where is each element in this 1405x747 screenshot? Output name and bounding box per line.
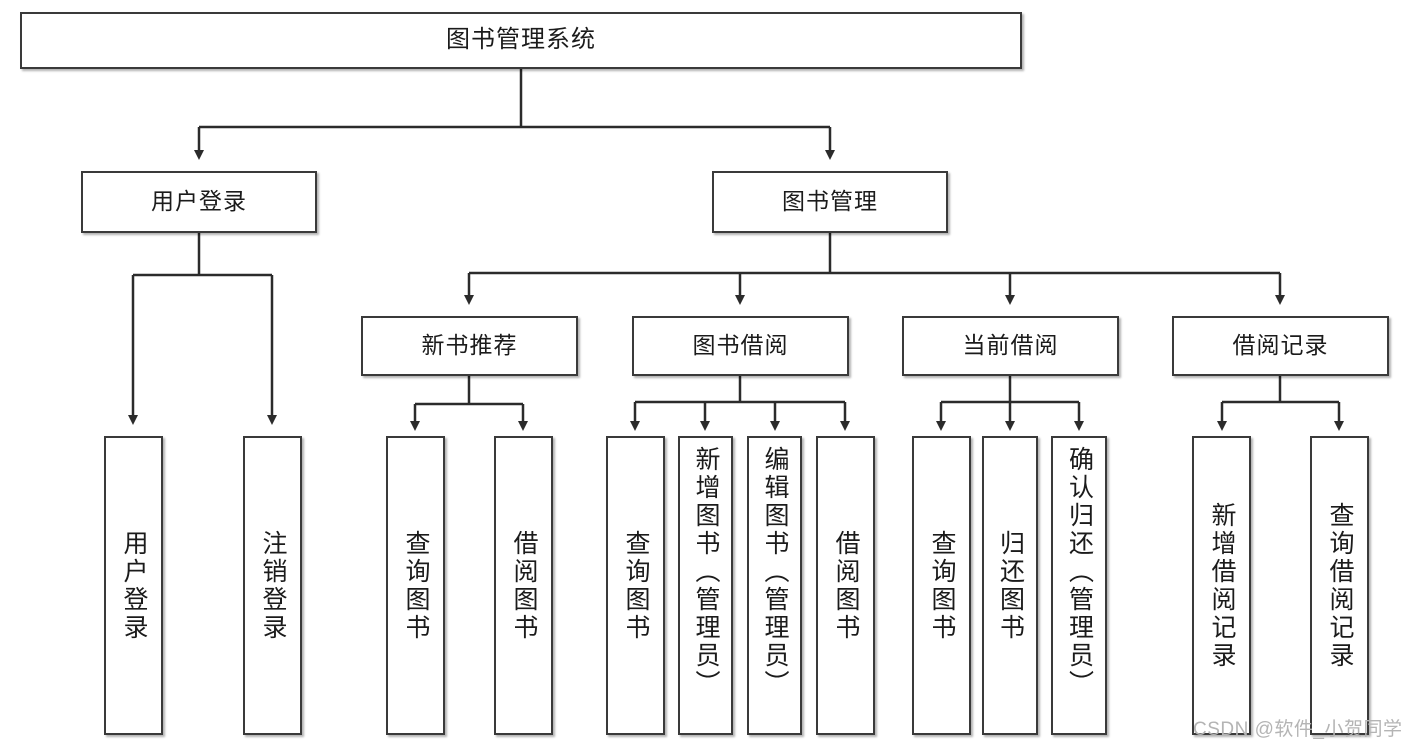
node-user-login[interactable]: 用户登录: [81, 171, 317, 233]
node-leaf-user-logout-label: 注销登录: [259, 529, 287, 642]
node-leaf-query-book-3[interactable]: 查询图书: [912, 436, 971, 735]
node-leaf-query-book-2-label: 查询图书: [622, 529, 650, 642]
node-leaf-borrow-book-2-label: 借阅图书: [832, 529, 860, 642]
node-leaf-add-borrow-record[interactable]: 新增借阅记录: [1192, 436, 1251, 735]
node-leaf-return-book-label: 归还图书: [996, 529, 1025, 642]
csdn-watermark: CSDN @软件_小贺同学: [1193, 719, 1403, 740]
node-root[interactable]: 图书管理系统: [20, 12, 1022, 69]
node-leaf-return-book[interactable]: 归还图书: [982, 436, 1038, 735]
node-book-manage-label: 图书管理: [782, 188, 878, 215]
node-new-book-recommend[interactable]: 新书推荐: [361, 316, 578, 376]
node-leaf-edit-book-admin-label: 编辑图书（管理员）: [761, 446, 789, 698]
node-leaf-user-login-label: 用户登录: [120, 529, 148, 642]
node-book-borrow[interactable]: 图书借阅: [632, 316, 849, 376]
node-leaf-borrow-book-2[interactable]: 借阅图书: [816, 436, 875, 735]
node-leaf-add-borrow-record-label: 新增借阅记录: [1208, 501, 1236, 670]
node-leaf-borrow-book-1[interactable]: 借阅图书: [494, 436, 553, 735]
node-leaf-query-borrow-record[interactable]: 查询借阅记录: [1310, 436, 1369, 735]
node-borrow-record[interactable]: 借阅记录: [1172, 316, 1389, 376]
node-leaf-add-book-admin[interactable]: 新增图书（管理员）: [678, 436, 733, 735]
node-leaf-add-book-admin-label: 新增图书（管理员）: [692, 446, 720, 698]
node-book-manage[interactable]: 图书管理: [712, 171, 948, 233]
node-leaf-borrow-book-1-label: 借阅图书: [510, 529, 538, 642]
node-leaf-query-borrow-record-label: 查询借阅记录: [1326, 501, 1354, 670]
node-leaf-user-login[interactable]: 用户登录: [104, 436, 163, 735]
node-leaf-confirm-return-admin-label: 确认归还（管理员）: [1065, 446, 1094, 698]
node-leaf-user-logout[interactable]: 注销登录: [243, 436, 302, 735]
node-user-login-label: 用户登录: [151, 188, 247, 215]
node-leaf-query-book-1[interactable]: 查询图书: [386, 436, 445, 735]
node-leaf-query-book-3-label: 查询图书: [928, 529, 956, 642]
node-new-book-recommend-label: 新书推荐: [421, 332, 518, 359]
node-leaf-confirm-return-admin[interactable]: 确认归还（管理员）: [1051, 436, 1107, 735]
node-leaf-query-book-1-label: 查询图书: [402, 529, 430, 642]
node-root-label: 图书管理系统: [446, 26, 596, 54]
node-borrow-record-label: 借阅记录: [1232, 332, 1329, 359]
node-leaf-edit-book-admin[interactable]: 编辑图书（管理员）: [747, 436, 802, 735]
node-current-borrow[interactable]: 当前借阅: [902, 316, 1119, 376]
node-current-borrow-label: 当前借阅: [962, 332, 1059, 359]
node-book-borrow-label: 图书借阅: [692, 332, 789, 359]
node-leaf-query-book-2[interactable]: 查询图书: [606, 436, 665, 735]
